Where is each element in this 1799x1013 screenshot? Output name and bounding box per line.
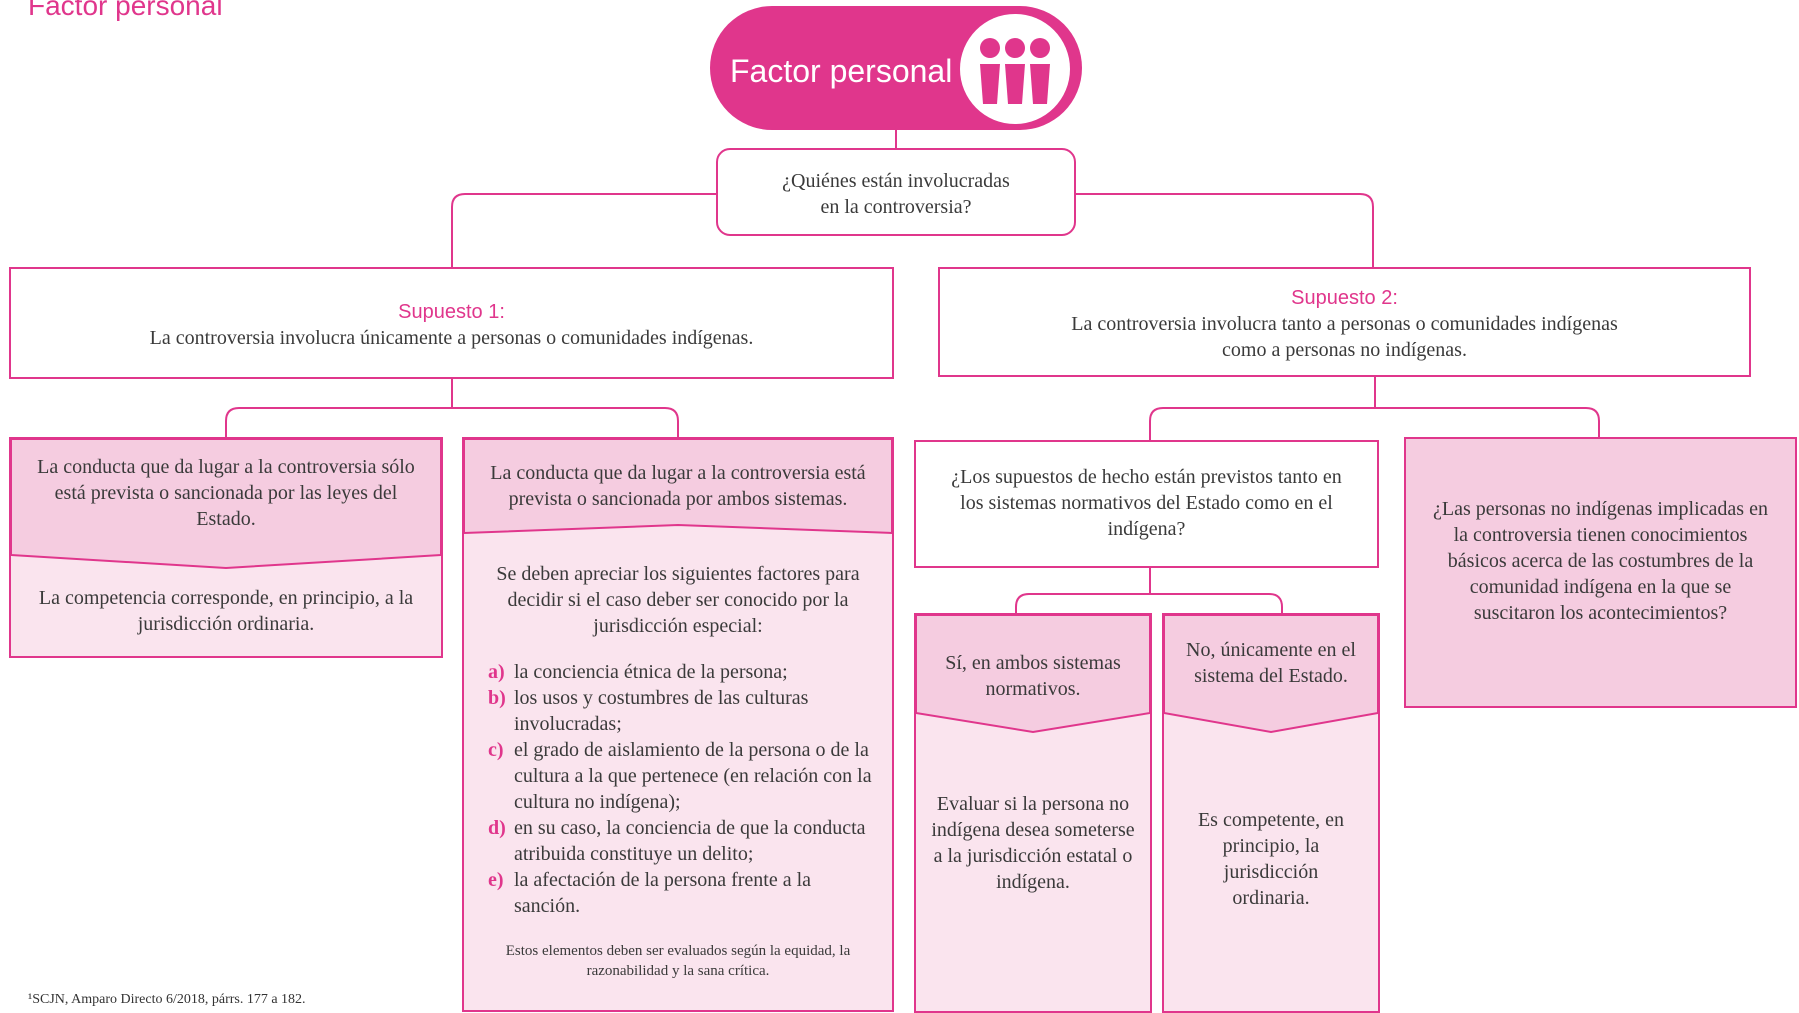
supuesto-2-box: Supuesto 2: La controversia involucra ta… [938,267,1751,377]
header-label: Factor personal [730,53,953,89]
connector-question-s1 [451,193,718,270]
factor-item: a) la conciencia étnica de la persona; [488,659,880,685]
factor-text: la afectación de la persona frente a la … [514,869,812,917]
s1-right-top-text: La conducta que da lugar a la controvers… [490,462,866,510]
people-icon [960,14,1070,124]
factor-text: la conciencia étnica de la persona; [514,661,788,683]
s2-yes-bottom-text: Evaluar si la persona no indígena desea … [931,793,1135,893]
factor-item: c) el grado de aislamiento de la persona … [488,737,880,815]
page-title: Factor personal [28,0,223,21]
factor-letter: c) [488,739,504,761]
s1-left-bottom-text: La competencia corresponde, en principio… [38,587,414,635]
supuesto-1-title: Supuesto 1: [398,301,505,323]
factor-text: en su caso, la conciencia de que la cond… [514,817,866,865]
connector-s2-branch [1149,407,1600,441]
s2-no-bottom-text: Es competente, en principio, la jurisdic… [1197,809,1345,909]
s1-both-systems-card: La conducta que da lugar a la controvers… [462,437,894,1012]
question-box: ¿Quiénes están involucradas en la contro… [716,148,1076,236]
s2-yes-chevron [916,615,1150,734]
factor-letter: a) [488,661,505,683]
connector-s1-branch [225,407,679,439]
connector-q-branch [1015,593,1283,615]
s2-no-card: No, únicamente en el sistema del Estado.… [1162,613,1380,1013]
s2-no-top-text: No, únicamente en el sistema del Estado. [1186,639,1356,687]
supuesto-2-text: La controversia involucra tanto a person… [1071,313,1618,361]
factor-item: b) los usos y costumbres de las culturas … [488,685,880,737]
s2-yes-card: Sí, en ambos sistemas normativos. Evalua… [914,613,1152,1013]
s1-left-top-text: La conducta que da lugar a la controvers… [37,456,415,530]
header-pill: Factor personal [710,6,1082,130]
s1-right-chevron [464,439,892,535]
factor-letter: b) [488,687,506,709]
s1-state-only-card: La conducta que da lugar a la controvers… [9,437,443,658]
s2-yes-top-text: Sí, en ambos sistemas normativos. [945,652,1121,700]
s2-no-chevron [1164,615,1378,734]
factor-item: d) en su caso, la conciencia de que la co… [488,815,880,867]
s2-question-right: ¿Las personas no indígenas implicadas en… [1404,437,1797,708]
supuesto-1-text: La controversia involucra únicamente a p… [149,327,754,349]
footnote: ¹SCJN, Amparo Directo 6/2018, párrs. 177… [28,992,306,1007]
s2-question-left: ¿Los supuestos de hecho están previstos … [914,440,1379,568]
s1-right-intro: Se deben apreciar los siguientes factore… [496,563,860,637]
supuesto-2-title: Supuesto 2: [1291,287,1398,309]
factors-list: a) la conciencia étnica de la persona; b)… [488,659,880,919]
factor-letter: d) [488,817,506,839]
factor-text: el grado de aislamiento de la persona o … [514,739,872,813]
factor-letter: e) [488,869,504,891]
s1-left-chevron [11,439,441,569]
factor-text: los usos y costumbres de las culturas in… [514,687,809,735]
factor-item: e) la afectación de la persona frente a l… [488,867,880,919]
connector-question-s2 [1074,193,1374,268]
factors-note: Estos elementos deben ser evaluados segú… [505,943,851,979]
supuesto-1-box: Supuesto 1: La controversia involucra ún… [9,267,894,379]
